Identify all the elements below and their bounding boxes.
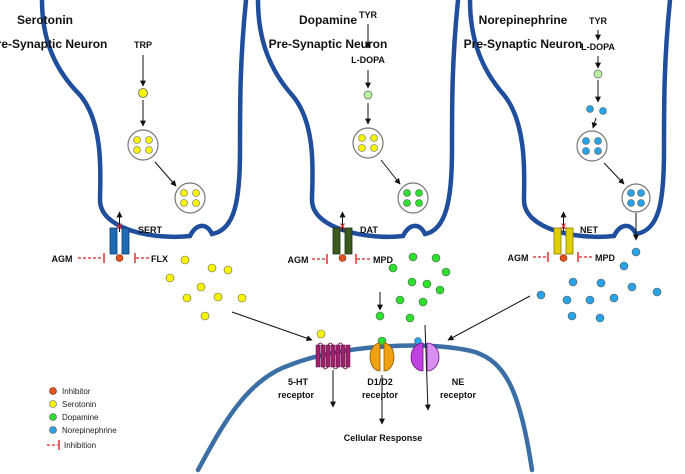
- net-label: NET: [580, 225, 599, 235]
- postsynaptic-membrane: [195, 343, 535, 473]
- serotonin-title-2: Pre-Synaptic Neuron: [0, 37, 107, 51]
- ne-vesicle-1: [576, 130, 608, 162]
- ne-receptor: [410, 342, 440, 372]
- d1d2-receptor-label-2: receptor: [362, 390, 399, 400]
- net-mpd-label: MPD: [595, 253, 616, 263]
- 5ht-receptor: [315, 342, 351, 370]
- dopamine-vesicle-arrow: [380, 159, 401, 185]
- norepinephrine-neuron-membrane: [467, 0, 673, 240]
- serotonin-vesicle-1: [127, 129, 159, 161]
- legend-dopamine-label: Dopamine: [62, 413, 99, 422]
- serotonin-vesicle-arrow: [154, 161, 177, 187]
- ne-tyr-label: TYR: [589, 16, 608, 26]
- net-transporter: [553, 227, 574, 255]
- serotonin-vesicle-2: [174, 182, 206, 214]
- legend-inhibitor-swatch: [49, 387, 57, 395]
- ne-ldopa-molecule: [593, 69, 603, 79]
- legend-dopamine-swatch: [49, 413, 57, 421]
- sert-agm-label: AGM: [52, 254, 73, 264]
- dat-mpd-label: MPD: [373, 255, 394, 265]
- ne-vesicle-2: [621, 183, 651, 213]
- net-block-mark: x: [561, 221, 567, 232]
- legend: Inhibitor Serotonin Dopamine Norepinephr…: [47, 387, 117, 450]
- net-inhibitor: [559, 254, 568, 262]
- legend-norepinephrine-swatch: [49, 426, 57, 434]
- serotonin-title-1: Serotonin: [17, 13, 73, 27]
- legend-inhibitor-label: Inhibitor: [62, 387, 91, 396]
- dat-transporter: [332, 227, 353, 255]
- dat-inhibitor: [338, 254, 347, 262]
- ne-molecule-1: [586, 105, 594, 113]
- norepinephrine-title-2: Pre-Synaptic Neuron: [464, 37, 583, 51]
- dat-agm-label: AGM: [288, 255, 309, 265]
- ne-vesicle-arrow: [603, 162, 625, 185]
- dat-block-mark: x: [340, 221, 346, 232]
- sert-transporter: [109, 227, 130, 255]
- dat-label: DAT: [360, 225, 378, 235]
- dopamine-cleft: [375, 252, 451, 323]
- ne-receptor-label-2: receptor: [440, 390, 477, 400]
- dopamine-title-1: Dopamine: [299, 13, 357, 27]
- legend-serotonin-label: Serotonin: [62, 400, 96, 409]
- 5ht-receptor-label-1: 5-HT: [288, 377, 309, 387]
- ne-molecule-2: [599, 107, 607, 115]
- ne-receptor-label-1: NE: [452, 377, 465, 387]
- 5ht-bound-serotonin: [316, 329, 326, 339]
- trp-label: TRP: [134, 40, 152, 50]
- legend-inhibition-label: Inhibition: [64, 441, 96, 450]
- sert-inhibitor: [115, 254, 124, 262]
- dopamine-title-2: Pre-Synaptic Neuron: [269, 37, 388, 51]
- ne-ldopa-label: L-DOPA: [581, 42, 615, 52]
- serotonin-molecule: [138, 88, 148, 98]
- sert-flx-label: FLX: [151, 254, 168, 264]
- net-agm-label: AGM: [508, 253, 529, 263]
- ne-arrow: [591, 117, 598, 129]
- 5ht-receptor-label-2: receptor: [278, 390, 315, 400]
- serotonin-cleft: [165, 255, 247, 321]
- cellular-response-label: Cellular Response: [344, 433, 423, 443]
- dopamine-vesicle-1: [352, 127, 384, 159]
- dopamine-tyr-label: TYR: [359, 10, 378, 20]
- dopamine-neuron-membrane: [255, 0, 461, 240]
- d1d2-receptor: [369, 342, 395, 372]
- ne-cleft: [536, 247, 662, 323]
- dopamine-ldopa-label: L-DOPA: [351, 55, 385, 65]
- serotonin-neuron-membrane: [39, 0, 249, 240]
- ne-to-receptor-arrow: [447, 295, 531, 341]
- ne-signal-arrow: [424, 324, 431, 411]
- sert-label: SERT: [138, 225, 163, 235]
- serotonin-to-receptor-arrow: [231, 311, 313, 342]
- norepinephrine-title-1: Norepinephrine: [479, 13, 568, 27]
- ldopa-molecule: [363, 90, 373, 100]
- d1d2-receptor-label-1: D1/D2: [367, 377, 393, 387]
- legend-serotonin-swatch: [49, 400, 57, 408]
- dopamine-vesicle-2: [397, 182, 429, 214]
- sert-block-mark: x: [117, 221, 123, 232]
- legend-norepinephrine-label: Norepinephrine: [62, 426, 117, 435]
